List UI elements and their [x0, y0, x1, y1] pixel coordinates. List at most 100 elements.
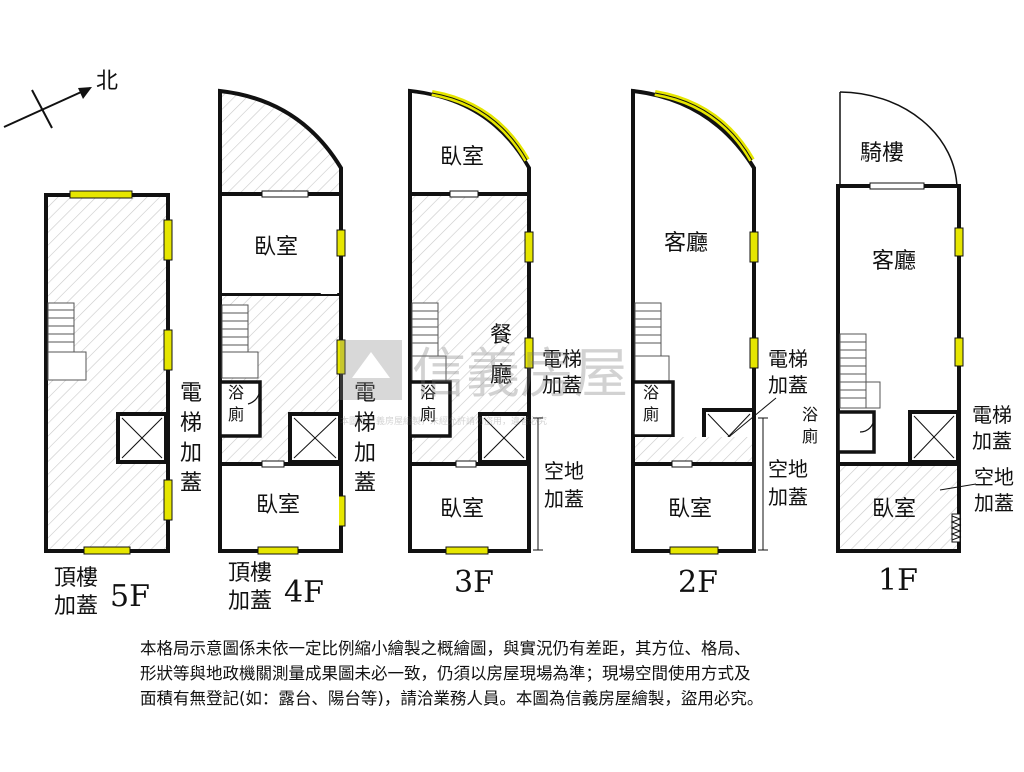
open-space-addition-label: 加蓋 [974, 491, 1014, 515]
bath-label: 浴 [420, 383, 436, 402]
rooftop-addition-label: 加蓋 [228, 589, 272, 614]
window [524, 337, 534, 369]
elevator-addition-char: 蓋 [180, 471, 202, 496]
rooftop-addition-label: 頂樓 [54, 566, 98, 591]
staircase [411, 302, 447, 385]
door [261, 460, 285, 468]
window [336, 229, 346, 257]
floor-4f-plan: 臥室 浴 廁 電 梯 加 蓋 臥室 頂樓 加蓋 4F [218, 88, 376, 614]
bedroom-top-area [222, 196, 339, 293]
room-label-bedroom: 臥室 [254, 235, 298, 260]
room-label-bedroom: 臥室 [440, 145, 484, 170]
bath-label: 廁 [643, 405, 659, 424]
disclaimer-line: 形狀等與地政機關測量成果圖未必一致，仍須以房屋現場為準；現場空間使用方式及 [140, 664, 751, 683]
bathroom-area [631, 380, 675, 438]
entrance-door [869, 182, 925, 190]
room-label-arcade: 騎樓 [860, 141, 904, 166]
floor-3f-plan: 臥室 餐 廳 電梯 加蓋 浴 廁 臥室 空地 加蓋 [408, 88, 584, 600]
watermark-notice: 本圖為信義房屋繪製，未經允許請勿盜用，違者必究 [340, 415, 547, 427]
window [749, 231, 759, 263]
rooftop-addition-label: 頂樓 [228, 561, 272, 586]
dining-label: 餐 [490, 323, 512, 348]
window [257, 546, 299, 555]
disclaimer-text: 本格局示意圖係未依一定比例縮小繪製之概繪圖，與實況仍有差距，其方位、格局、 形狀… [140, 636, 900, 711]
floor-label-5f: 5F [110, 579, 150, 614]
floor-label-1f: 1F [878, 563, 918, 598]
disclaimer-line: 本格局示意圖係未依一定比例縮小繪製之概繪圖，與實況仍有差距，其方位、格局、 [140, 639, 751, 658]
elevator-addition-label: 加蓋 [972, 429, 1012, 453]
bath-label: 廁 [420, 405, 436, 424]
window [445, 546, 489, 555]
elevator-addition-label: 電梯 [542, 347, 582, 371]
brand-logo-icon [340, 340, 402, 400]
room-label-bedroom: 臥室 [256, 493, 300, 518]
elevator-addition-label: 加蓋 [542, 373, 582, 397]
disclaimer-line: 面積有無登記(如：露台、陽台等)，請洽業務人員。本圖為信義房屋繪製，盜用必究。 [140, 689, 764, 708]
elevator-addition-label: 電梯 [972, 403, 1012, 427]
window [163, 219, 173, 261]
brand-watermark: 信義房屋 本圖為信義房屋繪製，未經允許請勿盜用，違者必究 [340, 340, 628, 427]
open-space-addition-label: 空地 [544, 459, 584, 483]
window [749, 337, 759, 369]
window [669, 546, 719, 555]
room-label-bedroom: 臥室 [872, 497, 916, 522]
bathroom-area [218, 380, 262, 438]
floor-1f-plan: 騎樓 客廳 浴 廁 電梯 加蓋 臥室 空地 [802, 91, 1014, 598]
elevator-addition-char: 電 [180, 381, 202, 406]
open-space-addition-label: 空地 [768, 457, 808, 481]
dining-label: 廳 [490, 363, 512, 388]
bath-label: 浴 [643, 383, 659, 402]
window [336, 339, 346, 375]
open-space-addition-label: 加蓋 [768, 485, 808, 509]
staircase [839, 333, 881, 409]
bedroom-top-area [412, 93, 527, 194]
watermark-brand: 信義房屋 [412, 342, 628, 405]
floor-5f-plan: 電 梯 加 蓋 頂樓 加蓋 5F [44, 190, 202, 619]
staircase [634, 302, 670, 385]
floor-2f-plan: 客廳 浴 廁 電梯 加蓋 臥室 空地 加蓋 2F [631, 88, 808, 600]
elevator-addition-char: 梯 [180, 411, 202, 436]
hatched-strip [635, 437, 752, 463]
window [954, 227, 964, 257]
bedroom-bottom-area [840, 465, 957, 549]
window [524, 231, 534, 263]
bath-label: 廁 [802, 427, 818, 446]
door [449, 190, 479, 198]
north-label: 北 [96, 69, 118, 94]
bath-label: 廁 [228, 405, 244, 424]
window [69, 190, 133, 199]
elevator-addition-label: 電梯 [768, 347, 808, 371]
door-swing [859, 417, 875, 433]
open-space-addition-label: 空地 [974, 465, 1014, 489]
bathroom-area [408, 380, 452, 438]
window [163, 329, 173, 371]
room-label-living: 客廳 [664, 231, 708, 256]
north-compass: 北 [3, 69, 118, 129]
elevator-addition-char: 加 [354, 441, 376, 466]
elevator-addition-label: 加蓋 [768, 373, 808, 397]
open-space-addition-label: 加蓋 [544, 487, 584, 511]
bath-label: 浴 [228, 383, 244, 402]
leader-line [729, 397, 777, 437]
staircase [47, 302, 87, 381]
room-label-bedroom: 臥室 [668, 497, 712, 522]
bathroom-area [836, 410, 876, 454]
staircase [221, 304, 259, 379]
elevator-addition-char: 梯 [354, 411, 376, 436]
elevator-addition-char: 加 [180, 441, 202, 466]
door [671, 460, 693, 468]
room-label-living: 客廳 [872, 249, 916, 274]
window [163, 479, 173, 521]
bedroom-bottom-area [412, 465, 527, 549]
bath-label: 浴 [802, 405, 818, 424]
elevator-addition-char: 蓋 [354, 471, 376, 496]
door-swing [247, 387, 261, 405]
room-label-bedroom: 臥室 [440, 497, 484, 522]
floor-label-3f: 3F [454, 565, 494, 600]
floor-label-4f: 4F [284, 575, 324, 610]
leader-line [939, 483, 977, 491]
door [455, 460, 477, 468]
bedroom-bottom-area [222, 465, 339, 549]
arcade-arc [839, 91, 958, 189]
